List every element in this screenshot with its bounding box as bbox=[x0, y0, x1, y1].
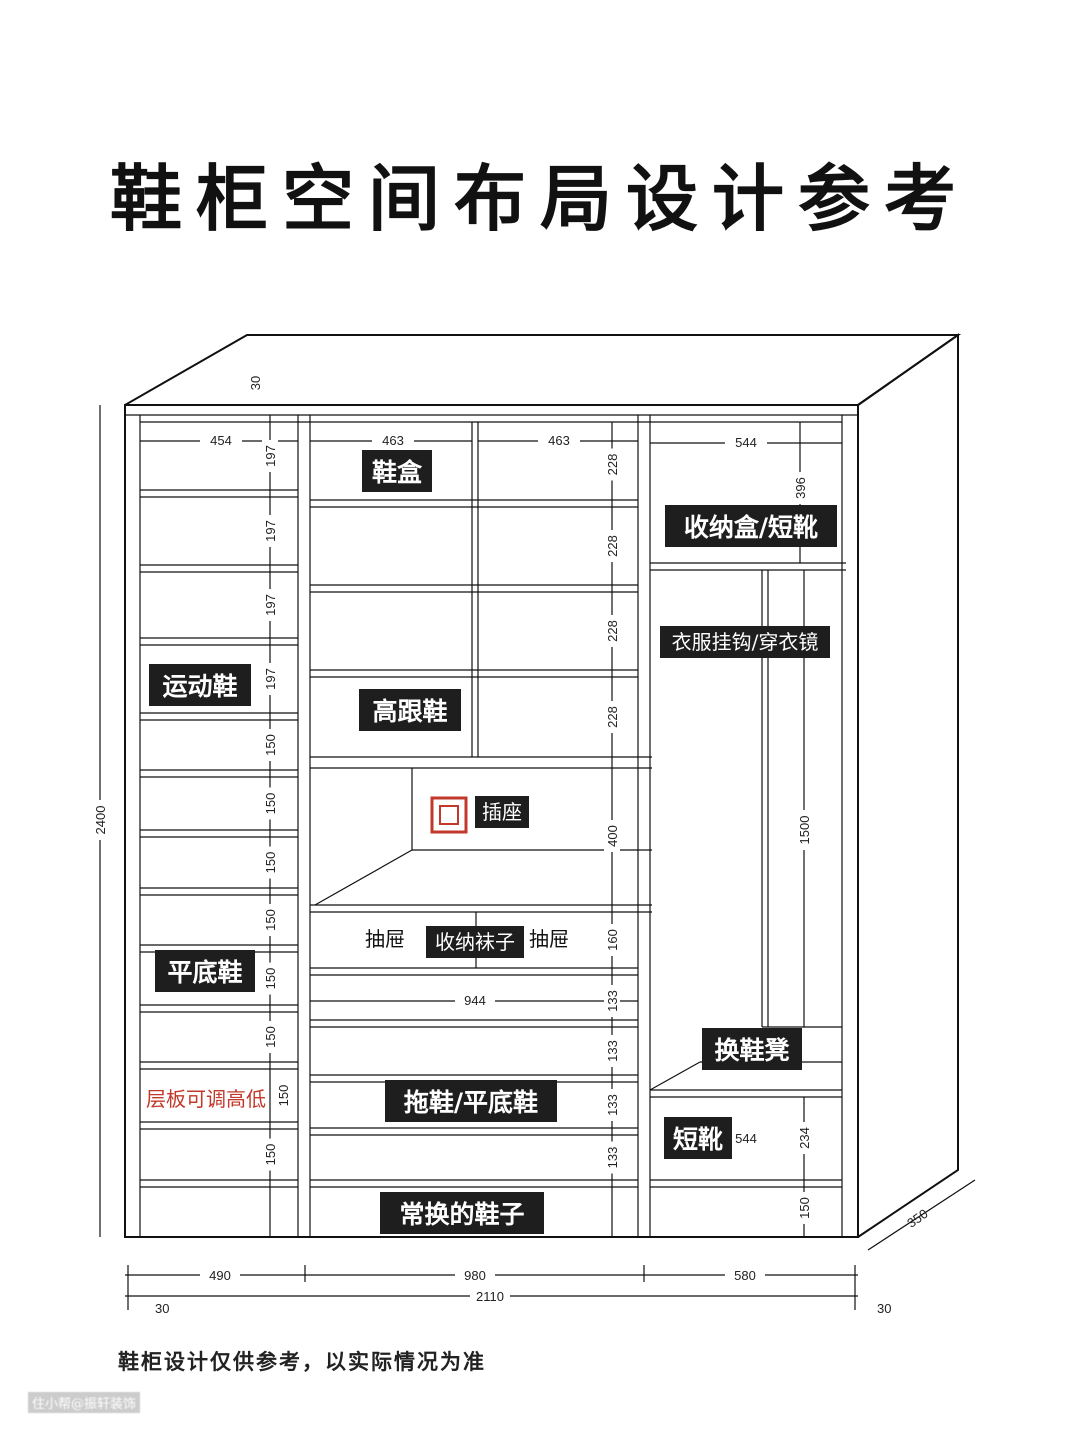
dim-2400: 2400 bbox=[93, 806, 108, 835]
dim-1500: 1500 bbox=[797, 816, 812, 845]
dim-left-height: 150 bbox=[276, 1085, 291, 1107]
dim-top-thickness: 30 bbox=[248, 376, 263, 390]
watermark: 住小帮@振轩装饰 bbox=[28, 1392, 141, 1413]
dim-160: 160 bbox=[605, 929, 620, 951]
dim-middle-height: 228 bbox=[605, 535, 620, 557]
label-short-boots: 短靴 bbox=[673, 1125, 723, 1154]
dim-454: 454 bbox=[210, 433, 232, 448]
label-socket: 插座 bbox=[482, 800, 522, 824]
dim-left-height: 197 bbox=[263, 668, 278, 690]
label-flats: 平底鞋 bbox=[167, 958, 242, 987]
dim-463b: 463 bbox=[548, 433, 570, 448]
dim-side-left: 30 bbox=[155, 1301, 169, 1316]
dim-463a: 463 bbox=[382, 433, 404, 448]
dim-234: 234 bbox=[797, 1127, 812, 1149]
dim-150-right: 150 bbox=[797, 1197, 812, 1219]
dim-left-height: 150 bbox=[263, 1144, 278, 1166]
label-drawer-left: 抽屉 bbox=[365, 927, 405, 951]
dim-lower-height: 133 bbox=[605, 1040, 620, 1062]
vertical-dimension-labels: 197 197 197 197 150 150 150 150 150 150 150 150 228 2… bbox=[262, 440, 620, 1174]
dim-396: 396 bbox=[793, 477, 808, 499]
dim-944: 944 bbox=[464, 993, 486, 1008]
label-storage-boots: 收纳盒/短靴 bbox=[684, 513, 818, 542]
label-socks: 收纳袜子 bbox=[435, 930, 515, 954]
dim-left-height: 150 bbox=[263, 734, 278, 756]
label-sports-shoes: 运动鞋 bbox=[162, 672, 237, 701]
disclaimer-note: 鞋柜设计仅供参考，以实际情况为准 bbox=[118, 1349, 486, 1374]
dim-2110: 2110 bbox=[476, 1289, 504, 1304]
dim-544b: 544 bbox=[735, 1131, 757, 1146]
label-slippers-flats: 拖鞋/平底鞋 bbox=[404, 1088, 538, 1117]
page-title: 鞋柜空间布局设计参考 bbox=[109, 156, 970, 241]
label-bench: 换鞋凳 bbox=[714, 1036, 790, 1065]
middle-structure bbox=[310, 422, 652, 1188]
dimension-lines bbox=[99, 405, 976, 1310]
dim-400: 400 bbox=[605, 825, 620, 847]
dim-lower-height: 133 bbox=[605, 990, 620, 1012]
dim-left-height: 197 bbox=[263, 445, 278, 467]
label-hook-mirror: 衣服挂钩/穿衣镜 bbox=[672, 630, 819, 654]
dim-middle-height: 228 bbox=[605, 620, 620, 642]
dim-left-height: 150 bbox=[263, 909, 278, 931]
dim-left-height: 150 bbox=[263, 852, 278, 874]
left-shelves bbox=[140, 489, 298, 1188]
label-heels: 高跟鞋 bbox=[372, 697, 447, 726]
label-frequent-shoes: 常换的鞋子 bbox=[399, 1200, 524, 1229]
dim-980: 980 bbox=[464, 1268, 486, 1283]
cabinet-outline bbox=[124, 333, 962, 1238]
zone-labels: 鞋盒 运动鞋 高跟鞋 收纳盒/短靴 衣服挂钩/穿衣镜 插座 抽屉 收纳袜子 抽屉… bbox=[146, 450, 837, 1234]
dim-left-height: 197 bbox=[263, 594, 278, 616]
dim-lower-height: 133 bbox=[605, 1147, 620, 1169]
dim-middle-height: 228 bbox=[605, 706, 620, 728]
dim-left-height: 197 bbox=[263, 520, 278, 542]
dim-middle-height: 228 bbox=[605, 454, 620, 476]
dim-left-height: 150 bbox=[263, 968, 278, 990]
dim-580: 580 bbox=[734, 1268, 756, 1283]
dim-544a: 544 bbox=[735, 435, 757, 450]
label-adjustable-shelves: 层板可调高低 bbox=[146, 1087, 266, 1111]
dim-350: 350 bbox=[904, 1206, 930, 1231]
label-drawer-right: 抽屉 bbox=[529, 927, 569, 951]
dim-left-height: 150 bbox=[263, 1026, 278, 1048]
dim-lower-height: 133 bbox=[605, 1094, 620, 1116]
dim-490: 490 bbox=[209, 1268, 231, 1283]
label-shoe-box: 鞋盒 bbox=[372, 458, 423, 487]
dim-left-height: 150 bbox=[263, 793, 278, 815]
dim-side-right: 30 bbox=[877, 1301, 891, 1316]
socket-icon bbox=[430, 796, 468, 834]
